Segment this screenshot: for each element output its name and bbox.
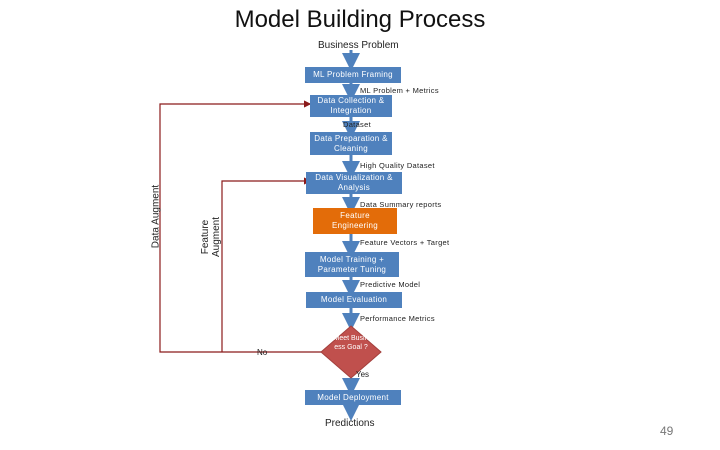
page-number: 49: [660, 424, 674, 438]
feature-augment-label: Feature Augment: [200, 216, 222, 258]
data-visualization-box: Data Visualization & Analysis: [306, 172, 402, 194]
predictive-model-label: Predictive Model: [360, 280, 421, 289]
data-augment-label: Data Augment: [150, 184, 162, 249]
data-summary-reports-label: Data Summary reports: [360, 200, 442, 209]
dataset-label: Dataset: [343, 120, 371, 129]
decision-diamond: [320, 325, 382, 379]
model-training-box: Model Training + Parameter Tuning: [305, 252, 399, 277]
model-evaluation-box: Model Evaluation: [306, 292, 402, 308]
yes-branch-label: Yes: [356, 370, 370, 379]
slide-title: Model Building Process: [234, 6, 486, 33]
feature-vectors-target-label: Feature Vectors + Target: [360, 238, 450, 247]
predictions-label: Predictions: [325, 418, 375, 429]
ml-problem-framing-box: ML Problem Framing: [305, 67, 401, 83]
decision-label: Meet Busin ess Goal ?: [333, 335, 369, 351]
no-branch-label: No: [257, 348, 268, 357]
loop-lines: [159, 100, 321, 353]
high-quality-dataset-label: High Quality Dataset: [360, 161, 435, 170]
performance-metrics-label: Performance Metrics: [360, 314, 435, 323]
model-deployment-box: Model Deployment: [305, 390, 401, 405]
ml-problem-metrics-label: ML Problem + Metrics: [360, 86, 439, 95]
feature-engineering-box: Feature Engineering: [313, 208, 397, 234]
data-collection-box: Data Collection & Integration: [310, 95, 392, 117]
data-preparation-box: Data Preparation & Cleaning: [310, 132, 392, 155]
business-problem-label: Business Problem: [318, 40, 399, 51]
